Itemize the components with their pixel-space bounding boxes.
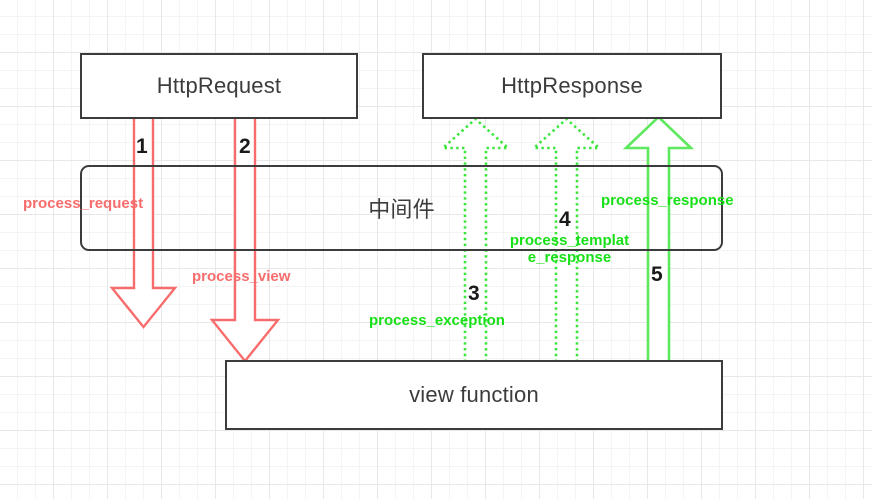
arrow-2-shape [209,110,281,363]
node-view-function[interactable]: view function [225,360,723,430]
node-http-request-label: HttpRequest [156,73,282,98]
node-http-response-label: HttpResponse [501,73,643,98]
node-view-function-label: view function [409,382,539,407]
label-process-request: process_request [23,195,144,212]
arrow-4-shape [530,117,603,364]
label-process-exception: process_exception [369,312,505,329]
arrow-3-number: 3 [468,282,480,305]
arrow-1-number: 1 [136,135,148,158]
label-process-view: process_view [192,268,291,285]
node-middleware-label: 中间件 [368,197,435,222]
arrow-5-shape [622,115,695,364]
label-process-template-response-line1: process_templat [509,232,630,249]
arrow-3-shape [439,117,512,364]
arrow-4-number: 4 [559,208,571,231]
node-middleware[interactable]: 中间件 [80,165,723,251]
arrow-1-shape [109,110,178,329]
label-process-response: process_response [601,192,734,209]
node-http-request[interactable]: HttpRequest [80,53,358,119]
arrow-5-number: 5 [651,263,663,286]
arrow-2-number: 2 [239,135,251,158]
label-process-template-response-line2: e_response [527,249,612,267]
node-http-response[interactable]: HttpResponse [422,53,722,119]
